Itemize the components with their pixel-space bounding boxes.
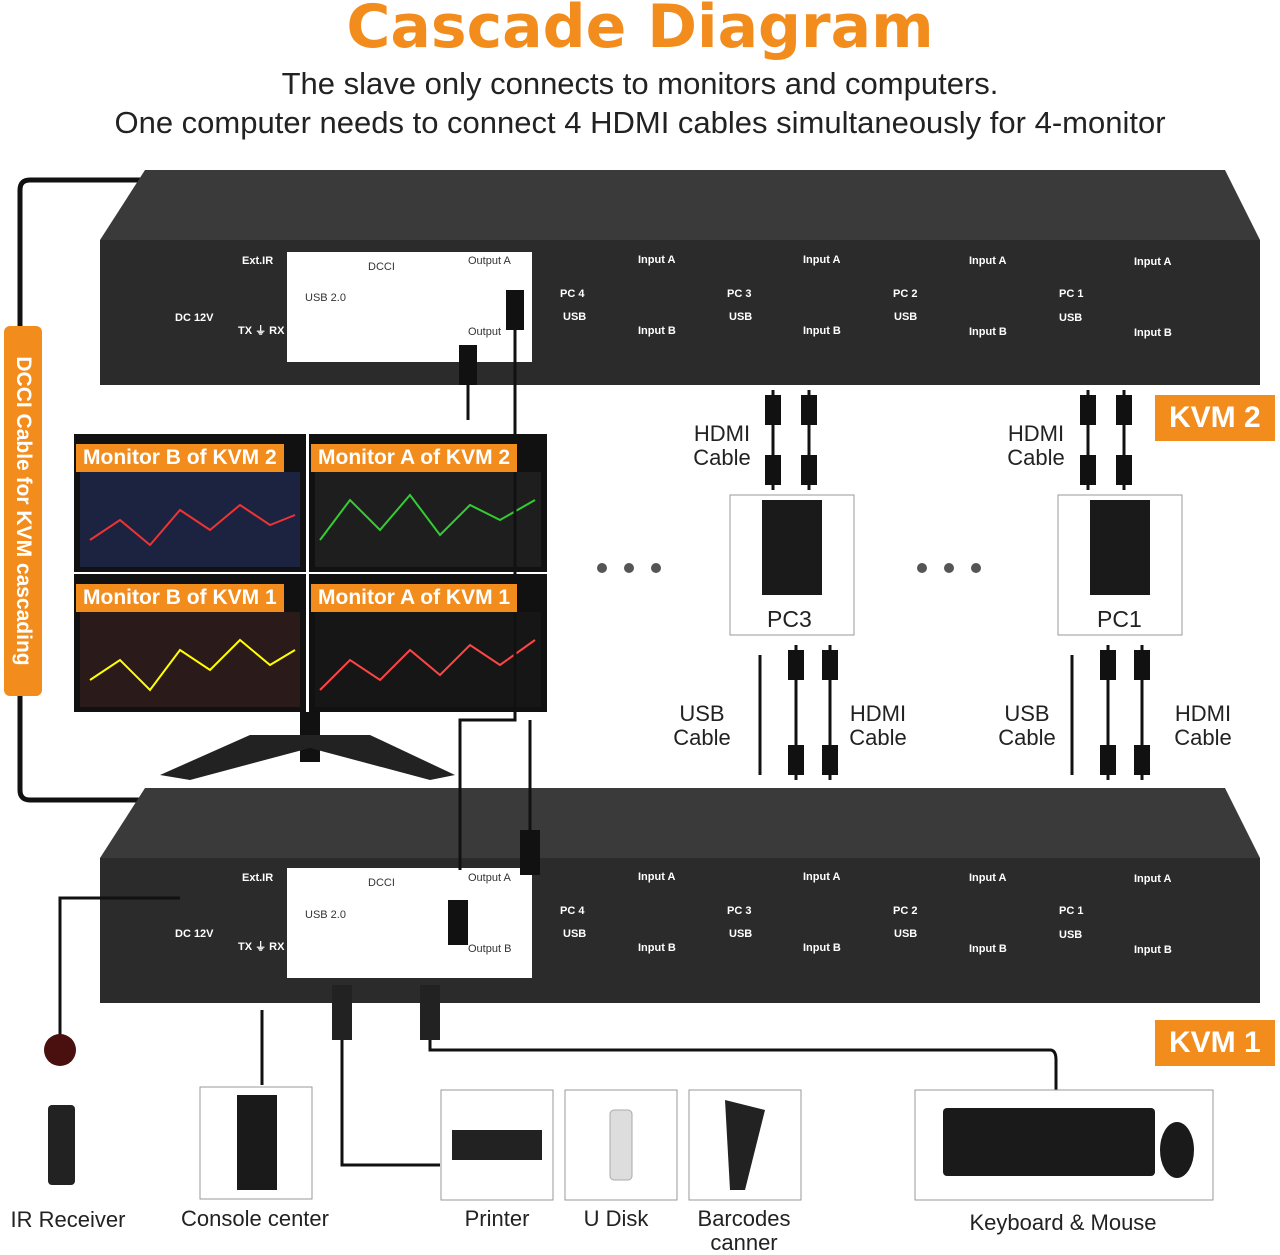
output-a-label-kvm2: Output A xyxy=(468,255,511,267)
usb-label: USB xyxy=(729,311,753,323)
subtitle-line-1: The slave only connects to monitors and … xyxy=(281,66,999,101)
input-b-label: Input B xyxy=(1134,944,1172,956)
input-a-label: Input A xyxy=(969,872,1007,884)
dcci-label-kvm2: DCCI xyxy=(368,261,395,273)
input-a-label: Input A xyxy=(969,255,1007,267)
hdmi-cable-label: HDMI Cable xyxy=(1174,701,1232,750)
pc3-label: PC3 xyxy=(767,606,812,632)
input-b-label: Input B xyxy=(803,942,841,954)
monitor-a-kvm1: Monitor A of KVM 1 xyxy=(311,584,518,612)
barcode-scanner-label: Barcodes canner xyxy=(697,1206,791,1255)
pc2-label-kvm1: PC 2 xyxy=(893,905,918,917)
usb20-label-kvm1: USB 2.0 xyxy=(305,909,346,921)
monitor-b-kvm1: Monitor B of KVM 1 xyxy=(76,584,284,612)
dc-label-kvm1: DC 12V xyxy=(175,928,214,940)
pc2-label-kvm2: PC 2 xyxy=(893,288,918,300)
kvm2-device xyxy=(100,170,1260,385)
usb20-label-kvm2: USB 2.0 xyxy=(305,292,346,304)
hdmi-cable-label: HDMI Cable xyxy=(849,701,907,750)
input-b-label: Input B xyxy=(969,943,1007,955)
input-b-label: Input B xyxy=(803,325,841,337)
dcci-label-kvm1: DCCI xyxy=(368,877,395,889)
input-a-label: Input A xyxy=(1134,873,1172,885)
input-b-label: Input B xyxy=(969,326,1007,338)
pc1-label-kvm2: PC 1 xyxy=(1059,288,1084,300)
usb-cable-label: USB Cable xyxy=(998,701,1056,750)
txrx-label-kvm1: TX ⏚ RX xyxy=(238,941,285,953)
usb-label: USB xyxy=(563,311,587,323)
input-b-label: Input B xyxy=(1134,327,1172,339)
txrx-label-kvm2: TX ⏚ RX xyxy=(238,325,285,337)
monitor-a-kvm2: Monitor A of KVM 2 xyxy=(311,444,518,472)
hdmi-cable-label: HDMI Cable xyxy=(1007,421,1065,470)
monitor-b-kvm2: Monitor B of KVM 2 xyxy=(76,444,284,472)
input-a-label: Input A xyxy=(803,254,841,266)
ext-ir-label-kvm2: Ext.IR xyxy=(242,255,274,267)
udisk-label: U Disk xyxy=(583,1206,649,1231)
keyboard-mouse-label: Keyboard & Mouse xyxy=(969,1210,1157,1235)
ir-remote xyxy=(48,1105,75,1185)
usb-cable-label: USB Cable xyxy=(673,701,731,750)
pc4-label-kvm2: PC 4 xyxy=(560,288,585,300)
usb-label: USB xyxy=(894,928,918,940)
kvm1-device xyxy=(100,788,1260,1003)
input-b-label: Input B xyxy=(638,325,676,337)
input-a-label: Input A xyxy=(638,871,676,883)
printer-label: Printer xyxy=(464,1206,530,1231)
usb-label: USB xyxy=(1059,929,1083,941)
usb-label: USB xyxy=(1059,312,1083,324)
ir-receiver-label: IR Receiver xyxy=(10,1207,126,1232)
output-a-label-kvm1: Output A xyxy=(468,872,511,884)
pc3-label-kvm1: PC 3 xyxy=(727,905,752,917)
usb-label: USB xyxy=(729,928,753,940)
cables-lower xyxy=(758,645,1150,780)
input-a-label: Input A xyxy=(803,871,841,883)
ext-ir-label-kvm1: Ext.IR xyxy=(242,872,274,884)
subtitle-line-2: One computer needs to connect 4 HDMI cab… xyxy=(114,105,1166,140)
hdmi-cable-label: HDMI Cable xyxy=(693,421,751,470)
input-a-label: Input A xyxy=(1134,256,1172,268)
dcci-side-label: DCCI Cable for KVM cascading xyxy=(4,326,42,696)
usb-label: USB xyxy=(563,928,587,940)
diagram-title: Cascade Diagram xyxy=(346,0,934,62)
dc-label-kvm2: DC 12V xyxy=(175,312,214,324)
usb-label: USB xyxy=(894,311,918,323)
kvm1-tag: KVM 1 xyxy=(1155,1020,1275,1066)
pc3-label-kvm2: PC 3 xyxy=(727,288,752,300)
pc4-label-kvm1: PC 4 xyxy=(560,905,585,917)
console-center-label: Console center xyxy=(181,1206,329,1231)
kvm2-tag: KVM 2 xyxy=(1155,395,1275,441)
output-b-label-kvm1: Output B xyxy=(468,943,512,955)
input-a-label: Input A xyxy=(638,254,676,266)
output-label-kvm2: Output xyxy=(468,326,502,338)
pc1-label-kvm1: PC 1 xyxy=(1059,905,1084,917)
pc1-label: PC1 xyxy=(1097,606,1142,632)
input-b-label: Input B xyxy=(638,942,676,954)
hdmi-cables-upper xyxy=(765,390,1132,490)
